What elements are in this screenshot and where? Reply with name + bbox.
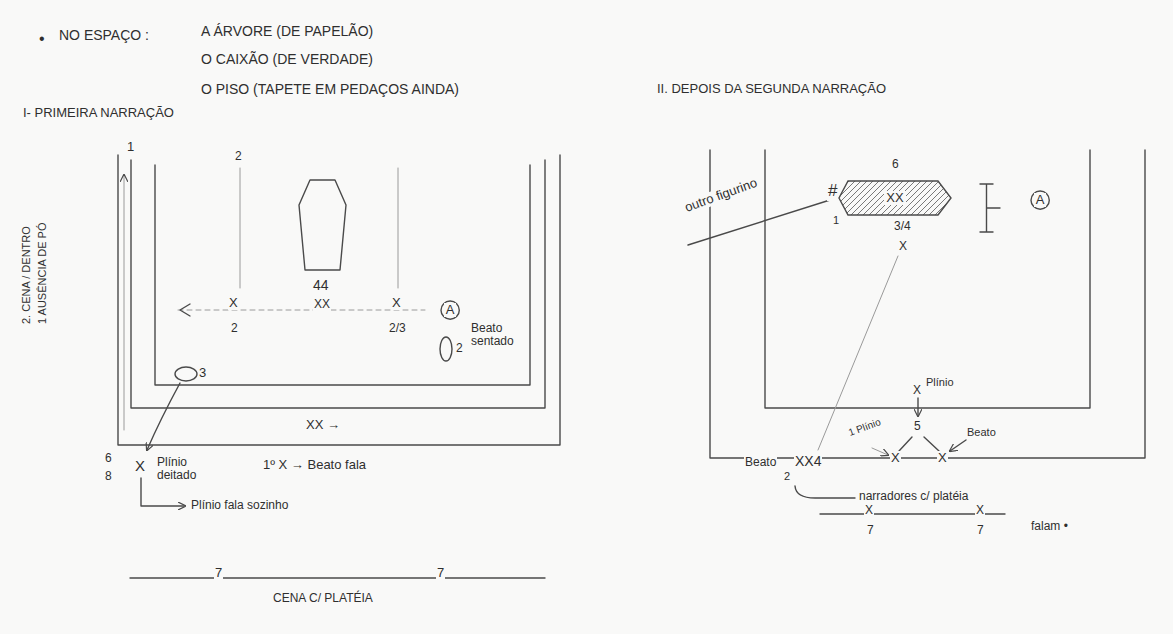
note-text: Plínio fala sozinho <box>190 499 289 512</box>
callout-number: 6 <box>104 452 113 465</box>
tree-letter: A <box>1034 193 1047 207</box>
tree-letter: A <box>444 303 457 317</box>
stage-outline <box>155 165 530 385</box>
note-text: Plínio deitado <box>156 456 218 482</box>
callout-number: 2 <box>230 322 239 335</box>
movement-line <box>899 437 912 451</box>
arrow-head <box>180 304 190 316</box>
stage-mark: X <box>864 504 874 517</box>
callout-number: 7 <box>866 524 875 537</box>
note-text: I- PRIMEIRA NARRAÇÃO <box>22 106 175 120</box>
stage-mark: XX → <box>305 418 341 432</box>
callout-number: 2 <box>234 150 243 163</box>
note-text: 2. CENA / DENTRO <box>20 225 32 325</box>
coffin-outline <box>839 181 951 215</box>
stage-mark: # <box>827 182 838 201</box>
callout-number: 6 <box>891 158 900 171</box>
stage-outline <box>131 160 545 408</box>
movement-arrow <box>872 448 888 455</box>
note-text: XX4 <box>794 454 822 469</box>
tree-marker: A <box>440 300 460 320</box>
note-text: Beato <box>966 426 997 438</box>
guide-line <box>240 168 241 288</box>
callout-number: 1 <box>126 140 135 154</box>
guide-line <box>398 168 399 288</box>
note-text: 1 Plínio <box>846 416 883 438</box>
callout-number: 7 <box>436 566 445 580</box>
movement-line <box>924 437 939 451</box>
stage-outline <box>118 155 560 445</box>
hatching <box>802 180 1018 216</box>
tree-marker: A <box>1030 190 1050 210</box>
callout-number: 2 <box>783 470 791 482</box>
stage-mark: XX <box>313 298 331 311</box>
stage-mark: X <box>975 504 985 517</box>
leader-line <box>795 486 855 498</box>
movement-line <box>818 256 898 450</box>
note-text: O CAIXÃO (DE VERDADE) <box>200 52 374 67</box>
note-text: II. DEPOIS DA SEGUNDA NARRAÇÃO <box>656 82 887 96</box>
callout-number: 1 <box>832 214 840 226</box>
stage-mark: X <box>898 240 908 253</box>
callout-number: 2 <box>455 342 464 355</box>
note-text: 1 AUSÊNCIA DE PÓ <box>36 222 48 325</box>
callout-number: 8 <box>104 470 113 483</box>
movement-arrow <box>917 398 918 416</box>
callout-number: 3/4 <box>893 220 912 233</box>
stage-mark: • <box>38 30 46 48</box>
note-text: A ÁRVORE (DE PAPELÃO) <box>200 24 374 39</box>
note-text: Beato <box>744 456 777 469</box>
callout-number: 2/3 <box>388 322 407 335</box>
note-text: Plínio <box>925 376 955 388</box>
callout-number: 3 <box>198 366 207 380</box>
note-text: NO ESPAÇO : <box>58 28 150 43</box>
stage-mark: X <box>134 458 146 475</box>
bench-symbol <box>980 184 1000 232</box>
node-content: A <box>440 300 460 320</box>
note-text: outro figurino <box>682 175 760 215</box>
node-content: XX <box>838 180 952 216</box>
movement-line <box>178 310 425 311</box>
seat-mark <box>440 337 452 361</box>
coffin-box: XX <box>838 180 952 216</box>
audience-line <box>130 577 545 578</box>
stage-mark: X <box>912 384 922 397</box>
note-text: CENA C/ PLATÉIA <box>272 592 374 605</box>
stage-mark: X <box>937 451 948 465</box>
circle-outline <box>1031 191 1049 209</box>
circle-outline <box>441 301 459 319</box>
note-text: 1º X → Beato fala <box>262 458 367 472</box>
floor-mark <box>175 367 197 381</box>
callout-number: 44 <box>312 278 330 293</box>
movement-arrow <box>950 440 966 451</box>
stage-mark: X <box>391 296 402 310</box>
callout-number: 5 <box>913 420 922 433</box>
callout-number: 7 <box>214 566 223 580</box>
note-text: falam • <box>1030 520 1069 533</box>
note-text: O PISO (TAPETE EM PEDAÇOS AINDA) <box>200 82 460 97</box>
callout-number: 7 <box>976 524 985 537</box>
coffin-shape <box>299 180 346 270</box>
stage-outline <box>710 150 1145 458</box>
movement-arrow <box>124 175 125 430</box>
note-text: narradores c/ platéia <box>858 490 969 503</box>
stage-outline <box>765 150 1090 408</box>
note-text: Beato sentado <box>470 322 524 348</box>
node-content: A <box>1030 190 1050 210</box>
stage-mark: X <box>890 451 901 465</box>
movement-arrow <box>147 383 180 450</box>
stage-mark: XX <box>884 191 905 205</box>
stage-mark: X <box>228 296 239 310</box>
